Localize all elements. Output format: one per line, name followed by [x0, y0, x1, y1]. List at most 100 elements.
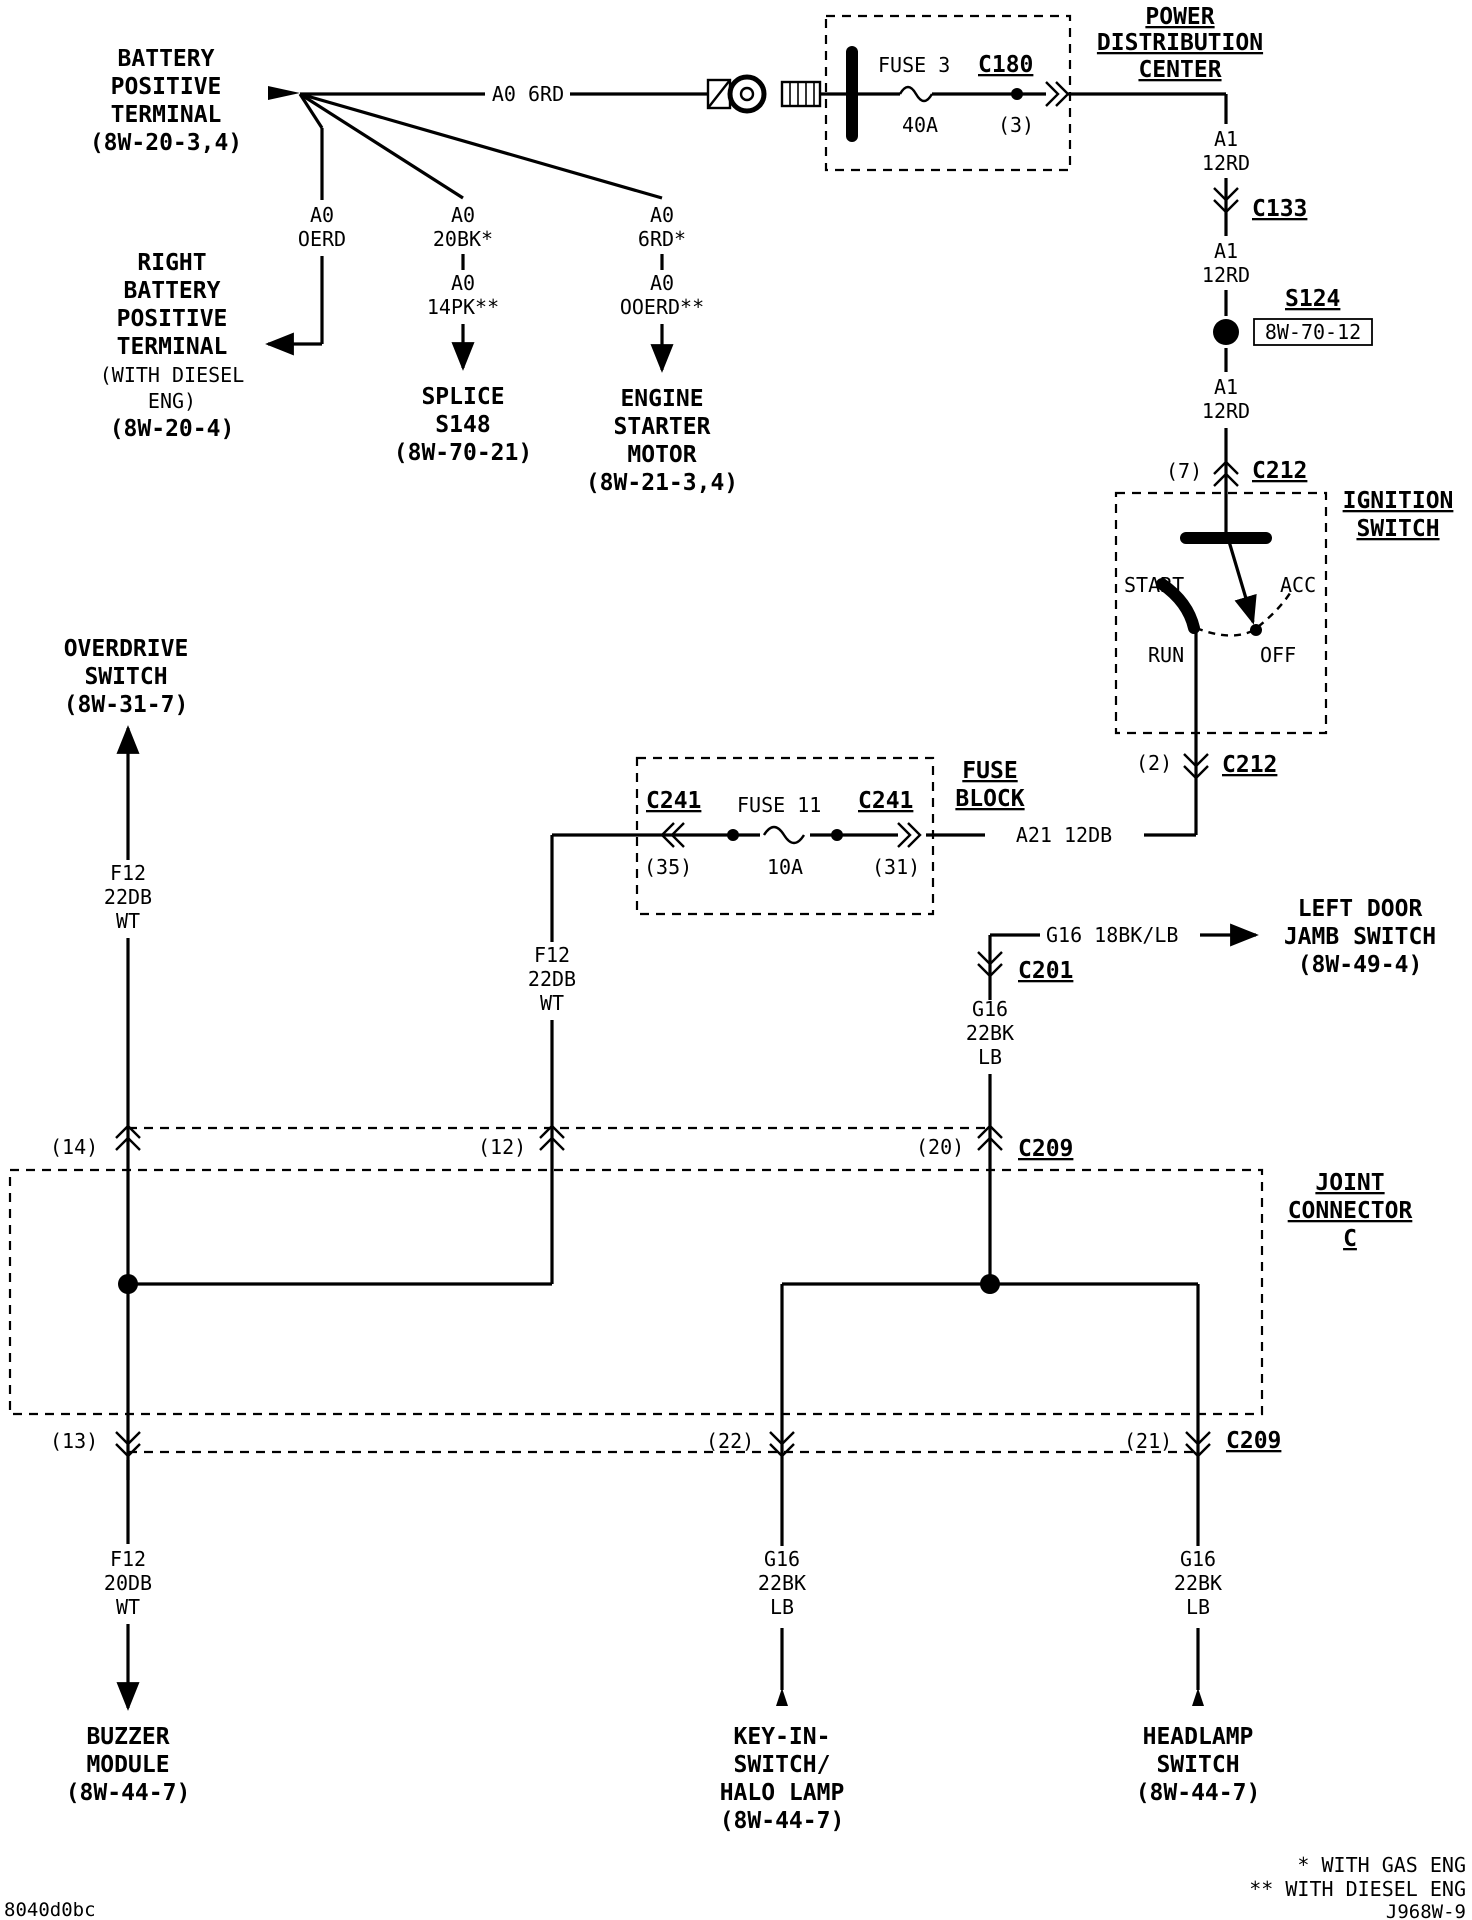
svg-text:14PK**: 14PK**	[427, 295, 499, 319]
svg-text:22BK: 22BK	[1174, 1571, 1222, 1595]
svg-text:CONNECTOR: CONNECTOR	[1288, 1198, 1413, 1224]
wire-a0-20bk-label: A0 20BK*	[433, 203, 493, 251]
key-in-arrow-icon	[776, 1688, 788, 1706]
svg-text:F12: F12	[110, 861, 146, 885]
wire-a0-oerd-label: A0 OERD	[298, 203, 346, 251]
svg-text:G16: G16	[972, 997, 1008, 1021]
power-distribution-center-label: POWER DISTRIBUTION CENTER	[1097, 4, 1263, 83]
wire-to-splice-diagonal	[299, 92, 464, 200]
svg-text:POSITIVE: POSITIVE	[111, 74, 222, 100]
svg-text:SPLICE: SPLICE	[421, 384, 504, 410]
ignition-off-node	[1250, 624, 1262, 636]
svg-text:S148: S148	[435, 412, 490, 438]
left-door-jamb-switch-label: LEFT DOOR JAMB SWITCH (8W-49-4)	[1284, 896, 1436, 978]
right-battery-positive-terminal-label: RIGHT BATTERY POSITIVE TERMINAL (WITH DI…	[100, 250, 245, 442]
ignition-switch-label: IGNITION SWITCH	[1343, 488, 1454, 542]
c201-label: C201	[1018, 958, 1073, 984]
fuse-11-symbol	[762, 825, 806, 845]
wire-a0-6rd-label: A0 6RD	[492, 82, 564, 106]
battery-terminal-arrow-icon	[268, 86, 300, 100]
wire-a1-12rd-label-2: A1 12RD	[1202, 239, 1250, 287]
svg-text:12RD: 12RD	[1202, 399, 1250, 423]
headlamp-switch-label: HEADLAMP SWITCH (8W-44-7)	[1136, 1724, 1261, 1806]
svg-text:F12: F12	[534, 943, 570, 967]
fuse-3-node	[1011, 88, 1023, 100]
svg-text:JOINT: JOINT	[1315, 1170, 1384, 1196]
footnote-gas: * WITH GAS ENG	[1297, 1853, 1466, 1877]
fuse-block-label: FUSE BLOCK	[955, 758, 1024, 812]
svg-text:A0: A0	[650, 271, 674, 295]
engine-starter-motor-label: ENGINE STARTER MOTOR (8W-21-3,4)	[586, 386, 738, 496]
svg-text:20BK*: 20BK*	[433, 227, 493, 251]
fuse-3-name: FUSE 3	[878, 53, 950, 77]
ignition-start-label: START	[1124, 573, 1184, 597]
c212-top-pin: (7)	[1166, 459, 1202, 483]
eyelet-terminal-icon	[706, 74, 822, 114]
c212-bottom-connector-icon	[1183, 753, 1209, 780]
svg-text:WT: WT	[116, 1595, 140, 1619]
splice-s148-label: SPLICE S148 (8W-70-21)	[394, 384, 532, 466]
splice-s124-dot	[1213, 319, 1239, 345]
c209-pin12-connector-icon	[539, 1124, 565, 1151]
c209-pin21: (21)	[1124, 1429, 1172, 1453]
svg-text:HALO LAMP: HALO LAMP	[720, 1780, 845, 1806]
ignition-switch-wiper	[1226, 537, 1257, 625]
wire-g16-18bk-label: G16 18BK/LB	[1046, 923, 1178, 947]
svg-text:(8W-44-7): (8W-44-7)	[720, 1808, 845, 1834]
svg-text:(8W-31-7): (8W-31-7)	[64, 692, 189, 718]
svg-text:FUSE: FUSE	[962, 758, 1017, 784]
wire-to-starter-diagonal	[299, 92, 663, 200]
fuse-11-rating: 10A	[767, 855, 803, 879]
svg-text:LB: LB	[1186, 1595, 1210, 1619]
svg-text:12RD: 12RD	[1202, 263, 1250, 287]
c212-bottom-label: C212	[1222, 752, 1277, 778]
c209-pin21-connector-icon	[1185, 1431, 1211, 1458]
svg-text:F12: F12	[110, 1547, 146, 1571]
ignition-run-start-contact	[1156, 578, 1200, 634]
c180-label: C180	[978, 52, 1033, 78]
svg-text:BATTERY: BATTERY	[118, 46, 215, 72]
svg-text:20DB: 20DB	[104, 1571, 152, 1595]
c212-top-connector-icon	[1213, 460, 1239, 487]
svg-text:(8W-49-4): (8W-49-4)	[1298, 952, 1423, 978]
image-code-left: 8040d0bc	[4, 1899, 96, 1920]
fuse-3-symbol	[898, 85, 934, 103]
svg-text:HEADLAMP: HEADLAMP	[1143, 1724, 1254, 1750]
c133-label: C133	[1252, 196, 1307, 222]
c209-pin20: (20)	[916, 1135, 964, 1159]
svg-text:CENTER: CENTER	[1138, 57, 1221, 83]
svg-text:LB: LB	[770, 1595, 794, 1619]
svg-text:BLOCK: BLOCK	[955, 786, 1024, 812]
svg-text:SWITCH: SWITCH	[1156, 1752, 1239, 1778]
svg-text:KEY-IN-: KEY-IN-	[734, 1724, 831, 1750]
c212-bottom-pin: (2)	[1136, 751, 1172, 775]
c209-pin14: (14)	[50, 1135, 98, 1159]
svg-text:BATTERY: BATTERY	[124, 278, 221, 304]
svg-text:WT: WT	[540, 991, 564, 1015]
battery-positive-terminal-label: BATTERY POSITIVE TERMINAL (8W-20-3,4)	[90, 46, 242, 156]
fuse-11-name: FUSE 11	[737, 793, 821, 817]
joint-splice-right	[980, 1274, 1000, 1294]
svg-text:RIGHT: RIGHT	[137, 250, 206, 276]
svg-text:(8W-44-7): (8W-44-7)	[1136, 1780, 1261, 1806]
wire-a0-ooerd-label: A0 OOERD**	[620, 271, 704, 319]
svg-text:OVERDRIVE: OVERDRIVE	[64, 636, 189, 662]
wire-g16-c201-label: G16 22BK LB	[966, 997, 1014, 1069]
svg-text:C: C	[1343, 1226, 1357, 1252]
joint-connector-label: JOINT CONNECTOR C	[1288, 1170, 1413, 1252]
wire-g16-key-label: G16 22BK LB	[758, 1547, 806, 1619]
svg-text:G16: G16	[764, 1547, 800, 1571]
svg-text:IGNITION: IGNITION	[1343, 488, 1454, 514]
c241-left-pin: (35)	[644, 855, 692, 879]
c209-bottom-label: C209	[1226, 1428, 1281, 1454]
c241-right-pin: (31)	[872, 855, 920, 879]
splice-s124-label: S124	[1285, 286, 1340, 312]
c180-pin: (3)	[998, 113, 1034, 137]
ignition-switch-box	[1114, 491, 1328, 735]
svg-text:(8W-21-3,4): (8W-21-3,4)	[586, 470, 738, 496]
splice-s124-ref-box	[1253, 318, 1373, 346]
c241-left-connector-icon	[660, 822, 685, 848]
svg-text:BUZZER: BUZZER	[86, 1724, 169, 1750]
c241-left-label: C241	[646, 788, 701, 814]
c209-pin22: (22)	[706, 1429, 754, 1453]
